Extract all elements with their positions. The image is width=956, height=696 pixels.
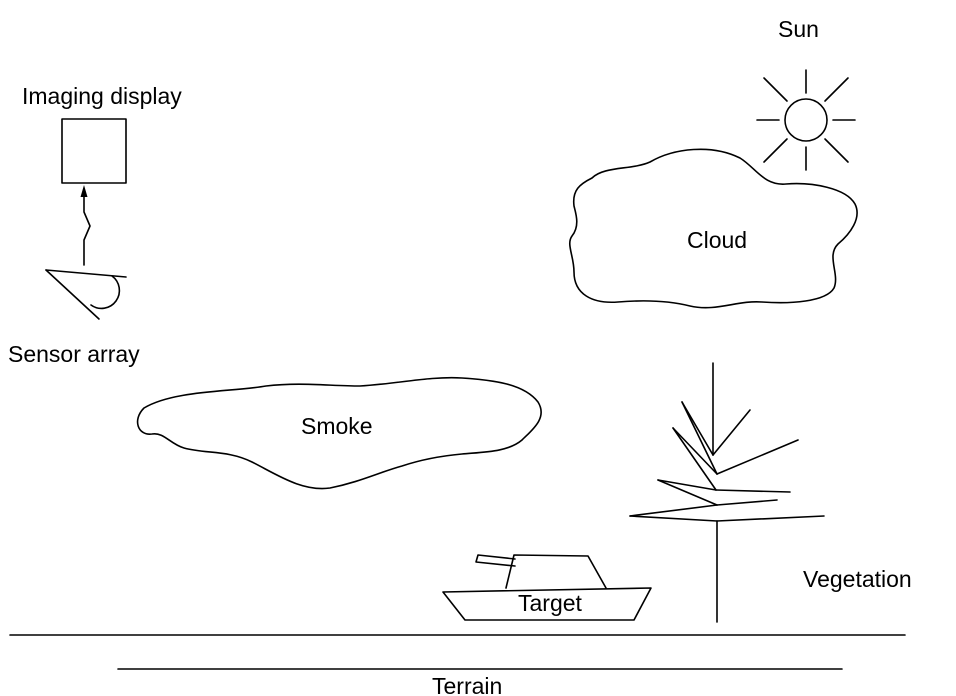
imaging-display-label: Imaging display <box>22 83 182 109</box>
signal-arrow-icon <box>80 185 91 266</box>
imaging-display-box <box>61 118 127 184</box>
terrain-label: Terrain <box>432 673 502 696</box>
cloud-label: Cloud <box>687 227 747 253</box>
sensor-array-label: Sensor array <box>8 341 140 367</box>
smoke-label: Smoke <box>301 413 373 439</box>
sun-icon <box>756 69 856 171</box>
target-label: Target <box>518 590 583 616</box>
tank-icon <box>442 554 652 621</box>
sun-label: Sun <box>778 16 819 42</box>
vegetation-label: Vegetation <box>803 566 912 592</box>
sensor-array-icon <box>45 269 127 320</box>
cloud-shape <box>568 148 858 309</box>
smoke-shape <box>136 376 542 490</box>
vegetation-icon <box>629 362 825 623</box>
